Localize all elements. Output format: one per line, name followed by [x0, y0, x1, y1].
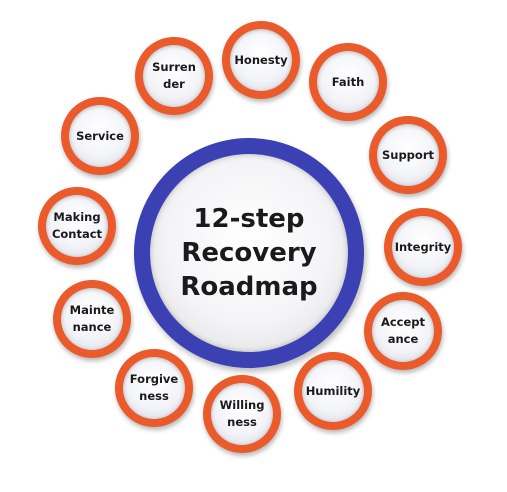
step-node-acceptance: Accept ance — [364, 292, 442, 370]
center-title: 12-step Recovery Roadmap — [180, 204, 318, 302]
step-label: Surren der — [152, 60, 196, 91]
step-label: Mainte nance — [69, 303, 115, 334]
center-hub-face: 12-step Recovery Roadmap — [150, 154, 348, 352]
step-label: Integrity — [394, 239, 452, 254]
step-node-humility: Humility — [294, 352, 372, 430]
center-hub: 12-step Recovery Roadmap — [134, 138, 364, 368]
step-node-service: Service — [61, 97, 139, 175]
step-node-forgiveness: Forgive ness — [115, 349, 193, 427]
step-node-support: Support — [369, 116, 447, 194]
step-label: Making Contact — [51, 210, 103, 241]
step-node-honesty: Honesty — [222, 21, 300, 99]
step-node-willingness: Willing ness — [203, 375, 281, 453]
step-label: Willing ness — [219, 398, 265, 429]
step-label: Forgive ness — [129, 372, 179, 403]
step-label: Honesty — [234, 52, 288, 67]
step-node-making-contact: Making Contact — [38, 187, 116, 265]
step-node-integrity: Integrity — [384, 208, 462, 286]
step-node-faith: Faith — [309, 43, 387, 121]
step-label: Faith — [331, 74, 365, 89]
step-label: Support — [381, 147, 434, 162]
step-node-surrender: Surren der — [135, 37, 213, 115]
step-label: Service — [76, 128, 124, 143]
step-label: Accept ance — [380, 315, 426, 346]
step-label: Humility — [305, 383, 361, 398]
step-node-maintenance: Mainte nance — [53, 280, 131, 358]
